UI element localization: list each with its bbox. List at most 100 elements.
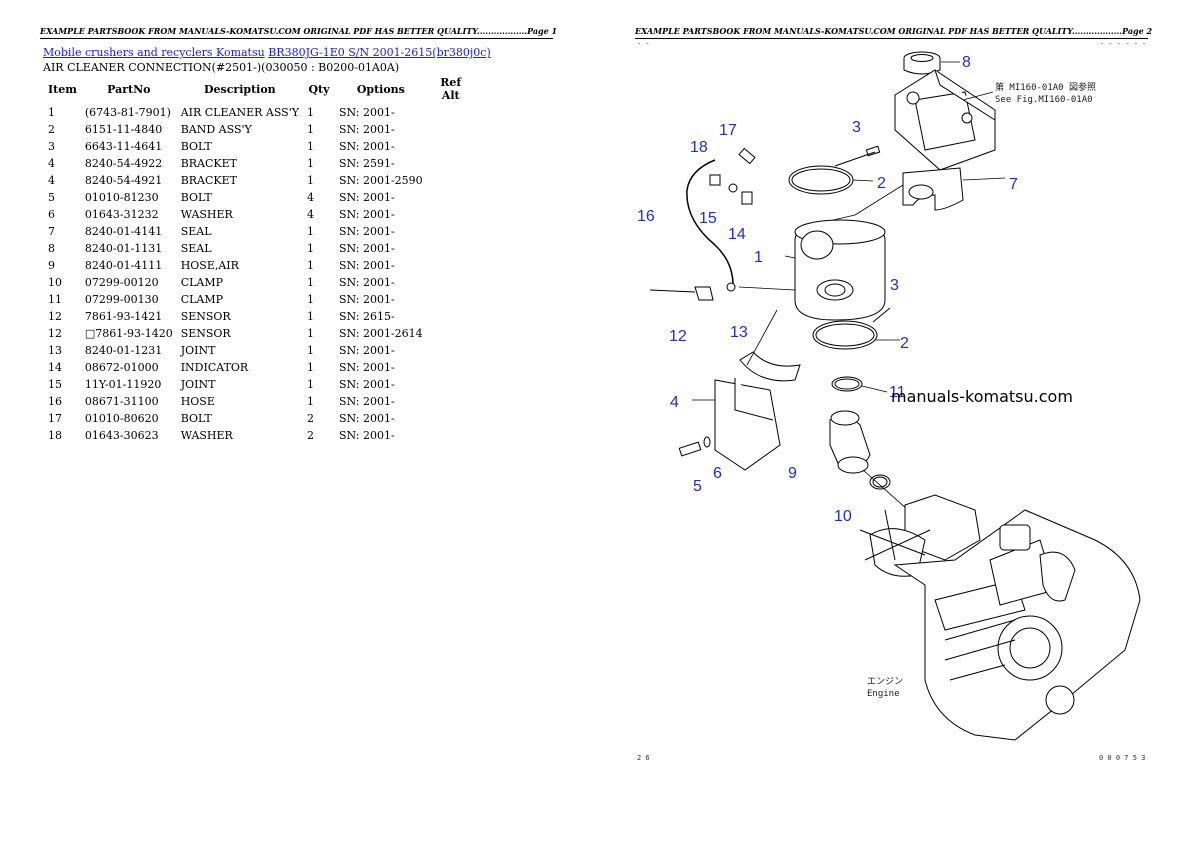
callout-14: 14: [728, 226, 746, 243]
cell-description: BOLT: [180, 191, 212, 204]
cell-ref-alt: [427, 359, 475, 376]
cell-partno: 8240-01-1231: [84, 344, 163, 357]
cell-options: SN: 2001-2590: [339, 174, 423, 187]
callout-15: 15: [699, 210, 717, 227]
header-qty: Qty: [308, 82, 330, 96]
cell-partno: 6643-11-4641: [84, 140, 163, 153]
cell-options: SN: 2001-: [339, 140, 395, 153]
band-assy-upper-part: [788, 145, 881, 195]
page-2-banner: EXAMPLE PARTSBOOK FROM MANUALS-KOMATSU.C…: [635, 26, 1152, 39]
cell-ref-alt: [427, 172, 475, 189]
cell-partno: 11Y-01-11920: [84, 378, 162, 391]
cell-options: SN: 2001-: [339, 225, 395, 238]
cell-item: 10: [48, 276, 62, 289]
seal-side-part: [902, 167, 964, 211]
cell-ref-alt: [427, 206, 475, 223]
cell-partno: 07299-00120: [84, 276, 159, 289]
cell-options: SN: 2001-: [339, 106, 395, 119]
callout-18: 18: [690, 139, 708, 156]
cell-partno: 7861-93-1421: [84, 310, 163, 323]
header-description: Description: [203, 82, 276, 96]
cell-description: CLAMP: [180, 276, 224, 289]
cell-options: SN: 2001-: [339, 344, 395, 357]
cell-ref-alt: [427, 342, 475, 359]
callout-2-upper: 2: [877, 175, 886, 192]
cell-description: WASHER: [180, 429, 233, 442]
cell-partno: 01010-80620: [84, 412, 159, 425]
breadcrumb: Mobile crushers and recyclers Komatsu BR…: [43, 46, 491, 59]
breadcrumb-link-model[interactable]: BR380JG-1E0 S/N 2001-2615(br380j0c): [268, 46, 491, 59]
sensor-part: [649, 286, 714, 301]
cell-description: JOINT: [180, 344, 216, 357]
cell-ref-alt: [427, 121, 475, 138]
cell-item: 12: [48, 310, 62, 323]
cell-partno: 08672-01000: [84, 361, 159, 374]
cell-qty: 1: [307, 344, 314, 357]
cell-item: 4: [48, 157, 55, 170]
cell-qty: 1: [307, 378, 314, 391]
watermark-text: manuals-komatsu.com: [891, 387, 1073, 406]
cell-options: SN: 2001-2614: [339, 327, 423, 340]
cell-options: SN: 2001-: [339, 276, 395, 289]
callout-16: 16: [637, 208, 655, 225]
cell-partno: (6743-81-7901): [84, 106, 171, 119]
cell-ref-alt: [427, 138, 475, 155]
cell-qty: 1: [307, 225, 314, 238]
cell-partno: 8240-54-4921: [84, 174, 163, 187]
cell-options: SN: 2615-: [339, 310, 395, 323]
cell-qty: 1: [307, 259, 314, 272]
page-2: EXAMPLE PARTSBOOK FROM MANUALS-KOMATSU.C…: [595, 0, 1190, 842]
reference-note-jp: 第 MI160-01A0 図参照: [995, 81, 1096, 93]
cell-partno: □7861-93-1420: [84, 327, 173, 340]
cell-description: BOLT: [180, 412, 212, 425]
cell-description: SEAL: [180, 225, 212, 238]
cell-ref-alt: [427, 104, 475, 121]
cell-qty: 1: [307, 123, 314, 136]
cell-item: 1: [48, 106, 55, 119]
cell-qty: 1: [307, 395, 314, 408]
breadcrumb-link-category[interactable]: Mobile crushers and recyclers Komatsu: [43, 46, 265, 59]
cell-ref-alt: [427, 393, 475, 410]
cell-description: AIR CLEANER ASS'Y: [180, 106, 299, 119]
callout-6: 6: [713, 465, 722, 482]
cell-qty: 1: [307, 174, 314, 187]
cell-options: SN: 2001-: [339, 361, 395, 374]
diagram-header-right: - - - - - -: [1100, 40, 1146, 48]
bolt-washer-part: [678, 436, 711, 457]
cell-partno: 8240-54-4922: [84, 157, 163, 170]
cell-qty: 1: [307, 327, 314, 340]
cell-description: INDICATOR: [180, 361, 249, 374]
cell-qty: 1: [307, 242, 314, 255]
cell-ref-alt: [427, 155, 475, 172]
callout-3-lower: 3: [890, 277, 899, 294]
cell-item: 7: [48, 225, 55, 238]
page-1: EXAMPLE PARTSBOOK FROM MANUALS-KOMATSU.C…: [40, 26, 557, 442]
cell-options: SN: 2001-: [339, 378, 395, 391]
cell-qty: 2: [307, 429, 314, 442]
parts-table-header: Item PartNo Description Qty Options Ref …: [44, 76, 475, 104]
cell-qty: 1: [307, 361, 314, 374]
cell-item: 5: [48, 191, 55, 204]
cell-ref-alt: [427, 240, 475, 257]
cell-item: 2: [48, 123, 55, 136]
callout-3-upper: 3: [852, 119, 861, 136]
callout-12: 12: [669, 328, 687, 345]
cell-options: SN: 2001-: [339, 395, 395, 408]
cell-item: 13: [48, 344, 62, 357]
cell-item: 16: [48, 395, 62, 408]
cell-description: BRACKET: [180, 174, 237, 187]
cell-ref-alt: [427, 291, 475, 308]
cell-item: 3: [48, 140, 55, 153]
air-hose-part: [829, 410, 871, 474]
cell-partno: 8240-01-1131: [84, 242, 163, 255]
cell-options: SN: 2001-: [339, 242, 395, 255]
cell-options: SN: 2001-: [339, 191, 395, 204]
cell-item: 6: [48, 208, 55, 221]
